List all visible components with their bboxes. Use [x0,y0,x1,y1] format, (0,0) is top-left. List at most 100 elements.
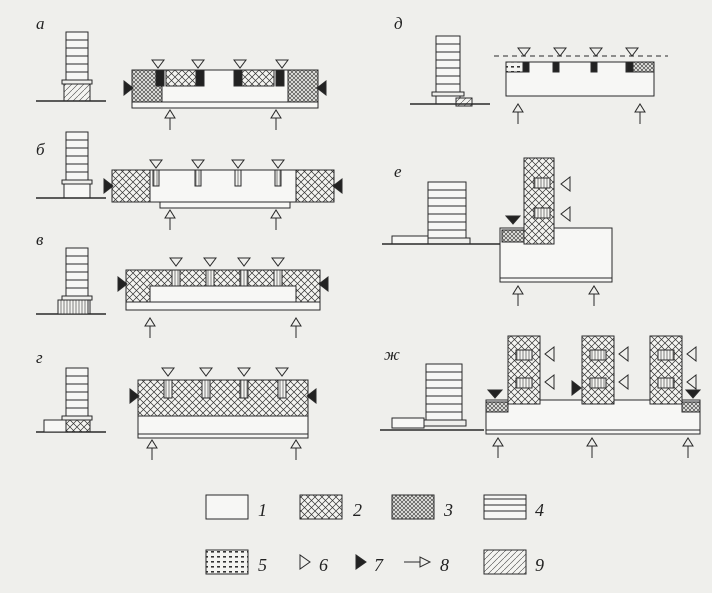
building-floors [65,131,89,141]
panel-label-a: а [36,14,45,33]
plan-g-foundation [137,433,309,439]
plan-d-core [552,61,560,73]
plan-a-edge-right [287,69,319,103]
open-down-triangle-icon [271,159,285,169]
plan-zh-foundation [485,429,701,435]
plan-zh-core [657,349,675,361]
legend-num-6: 6 [319,555,328,575]
building-floors [65,407,89,417]
plan-d-core [590,61,598,73]
building-floors [65,55,89,65]
plan-b-edge-right [295,169,335,203]
open-up-arrow-icon [290,317,302,327]
transfer-slab [423,237,471,245]
open-arrow-icon [419,556,432,568]
open-side-triangle-icon [560,205,571,223]
building-floors [65,171,89,181]
open-down-triangle-icon [169,257,183,267]
plan-g-core [277,379,287,399]
building-floors [425,371,463,381]
open-down-triangle-icon [191,59,205,69]
plan-e-foundation [499,277,613,283]
building-floors [425,363,463,373]
building-floors [435,83,461,93]
open-down-triangle-icon [161,367,175,377]
plan-b-core [234,169,242,187]
plan-a-core [195,69,205,87]
building-floors [65,31,89,41]
filled-triangle-icon [355,554,367,570]
panel-label-v: в [36,230,44,249]
open-down-triangle-icon [271,257,285,267]
building-floors [65,367,89,377]
filled-triangle-icon [306,387,317,405]
building-floors [435,67,461,77]
plan-a-core [155,69,165,87]
plan-b-foundation [159,201,291,209]
open-down-triangle-icon [589,47,603,57]
open-up-arrow-icon [682,437,694,447]
open-down-triangle-icon [553,47,567,57]
open-down-triangle-icon [233,59,247,69]
filled-triangle-icon [129,387,140,405]
podium-block [63,83,91,102]
building-floors [425,395,463,405]
open-down-triangle-icon [237,257,251,267]
plan-b-core [194,169,202,187]
plan-b-core [152,169,160,187]
podium-block [391,417,425,429]
building-floors [65,391,89,401]
plan-zh-tower [581,335,615,405]
building-floors [65,155,89,165]
open-up-arrow-icon [290,439,302,449]
building-floors [65,375,89,385]
plan-zh-edge [485,401,509,413]
open-down-triangle-icon [191,159,205,169]
transfer-slab [61,179,93,185]
plan-g-core [201,379,211,399]
open-side-triangle-icon [618,373,629,391]
legend-swatch-1 [205,494,249,520]
open-down-triangle-icon [231,159,245,169]
transfer-slab [61,415,93,421]
transfer-slab [61,79,93,85]
plan-d-edge [505,61,525,73]
building-floors [65,399,89,409]
building-floors [65,263,89,273]
building-floors [425,379,463,389]
plan-e-tower [523,157,555,245]
panel-label-zh: ж [384,345,400,364]
building-floors [427,229,467,239]
open-down-triangle-icon [275,59,289,69]
building-floors [65,147,89,157]
open-side-triangle-icon [686,373,697,391]
building-floors [65,271,89,281]
open-down-triangle-icon [149,159,163,169]
open-up-arrow-icon [270,109,282,119]
open-side-triangle-icon [560,175,571,193]
legend-swatch-2 [299,494,343,520]
legend-num-5: 5 [258,555,267,575]
plan-zh-tower [507,335,541,405]
plan-a-core [233,69,243,87]
plan-v-foundation [125,301,321,311]
filled-triangle-icon [332,177,343,195]
building-floors [427,213,467,223]
building-floors [425,411,463,421]
legend-num-2: 2 [353,500,362,520]
open-side-triangle-icon [544,345,555,363]
building-floors [65,163,89,173]
building-floors [65,383,89,393]
plan-g-slab [137,415,309,435]
plan-a-foundation [131,101,319,109]
building-floors [425,403,463,413]
plan-a-zone [165,69,201,87]
panel-label-b: б [36,140,45,159]
plan-zh-edge [681,401,701,413]
legend-num-9: 9 [535,555,544,575]
building-floors [435,35,461,45]
plan-e-edge [501,229,525,243]
filled-triangle-icon [571,379,582,397]
building-floors [65,287,89,297]
